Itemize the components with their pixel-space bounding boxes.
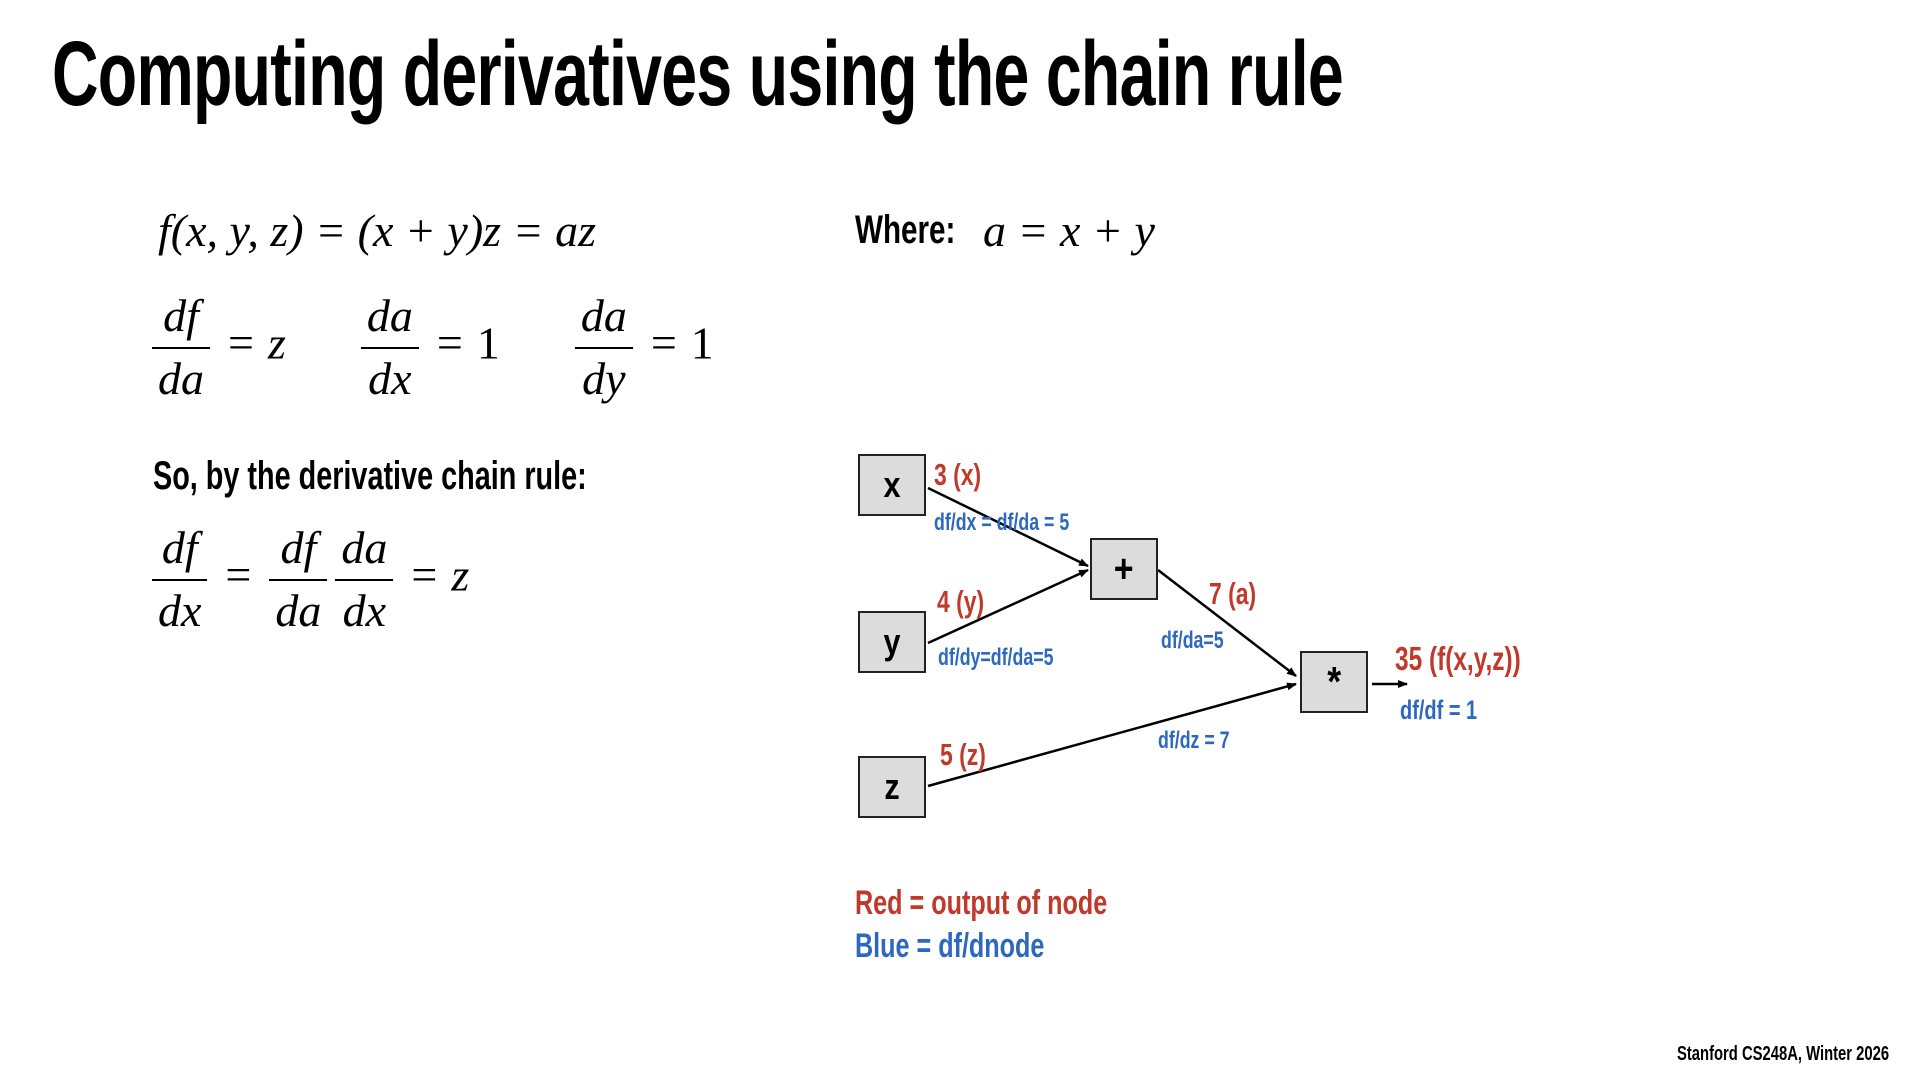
grad-label-y: df/dy=df/da=5 — [938, 644, 1054, 671]
value-label-output: 35 (f(x,y,z)) — [1395, 640, 1521, 677]
value-label-x: 3 (x) — [934, 457, 982, 492]
partials-row: df da =z da dx =1 da dy =1 — [148, 290, 714, 406]
partial-num: da — [580, 290, 627, 341]
partial-num: da — [366, 290, 413, 341]
node-label: x — [883, 464, 901, 505]
fraction-bar — [152, 346, 210, 349]
equals-sign: = — [411, 549, 438, 601]
fraction-bar — [574, 346, 633, 349]
grad-label-a: df/da=5 — [1161, 627, 1224, 654]
chain-factor-2: da dx — [335, 522, 394, 638]
node-label: z — [884, 766, 900, 807]
where-label: Where: — [855, 208, 956, 252]
partial-rhs: 1 — [690, 317, 714, 369]
chain-factor-1: df da — [269, 522, 328, 638]
grad-label-output: df/df = 1 — [1400, 695, 1478, 725]
legend-blue: Blue = df/dnode — [855, 927, 1045, 965]
where-clause: Where: a = x + y — [855, 208, 1155, 254]
chain-rule-equation: df dx = df da da dx =z — [148, 522, 469, 638]
legend-red: Red = output of node — [855, 884, 1108, 922]
node-multiply: * — [1300, 651, 1368, 713]
slide-title: Computing derivatives using the chain ru… — [52, 23, 1344, 125]
node-label: + — [1114, 546, 1134, 591]
partial-da-dx: da dx — [360, 290, 419, 406]
node-plus: + — [1090, 538, 1158, 600]
equals-sign: = — [225, 549, 252, 601]
chain-lhs-num: df — [161, 522, 198, 573]
where-equation: a = x + y — [983, 208, 1155, 254]
fraction-bar — [335, 578, 394, 581]
chain-lhs-den: dx — [158, 584, 202, 636]
partial-den: dy — [582, 352, 626, 404]
value-label-z: 5 (z) — [940, 737, 986, 772]
course-footer: Stanford CS248A, Winter 2026 — [1677, 1043, 1890, 1065]
node-label: * — [1327, 658, 1341, 705]
equals-sign: = — [650, 317, 677, 369]
node-label: y — [883, 621, 901, 662]
partial-df-da: df da — [152, 290, 210, 406]
partial-num: df — [163, 290, 199, 341]
partial-den: da — [158, 352, 204, 404]
grad-label-x: df/dx = df/da = 5 — [934, 509, 1070, 536]
node-x: x — [858, 454, 926, 516]
equals-sign: = — [436, 317, 463, 369]
partial-rhs: z — [267, 317, 286, 369]
chain-rule-label: So, by the derivative chain rule: — [153, 454, 587, 498]
chain-factor-den: da — [275, 584, 322, 636]
fraction-bar — [269, 578, 328, 581]
where-equation-text: a = x + y — [983, 205, 1155, 256]
chain-factor-num: df — [280, 522, 317, 573]
function-definition-text: f(x, y, z) = (x + y)z = az — [158, 205, 597, 256]
node-y: y — [858, 611, 926, 673]
grad-label-z: df/dz = 7 — [1158, 727, 1230, 754]
partial-da-dy: da dy — [574, 290, 633, 406]
partial-den: dx — [368, 352, 412, 404]
function-definition: f(x, y, z) = (x + y)z = az — [158, 208, 596, 254]
partial-rhs: 1 — [476, 317, 500, 369]
value-label-a: 7 (a) — [1209, 576, 1257, 611]
fraction-bar — [152, 578, 208, 581]
chain-rhs: z — [451, 549, 470, 601]
chain-factor-den: dx — [342, 584, 387, 636]
chain-lhs: df dx — [152, 522, 208, 638]
fraction-bar — [360, 346, 419, 349]
chain-factor-num: da — [341, 522, 388, 573]
equals-sign: = — [228, 317, 254, 369]
value-label-y: 4 (y) — [937, 584, 985, 619]
node-z: z — [858, 756, 926, 818]
